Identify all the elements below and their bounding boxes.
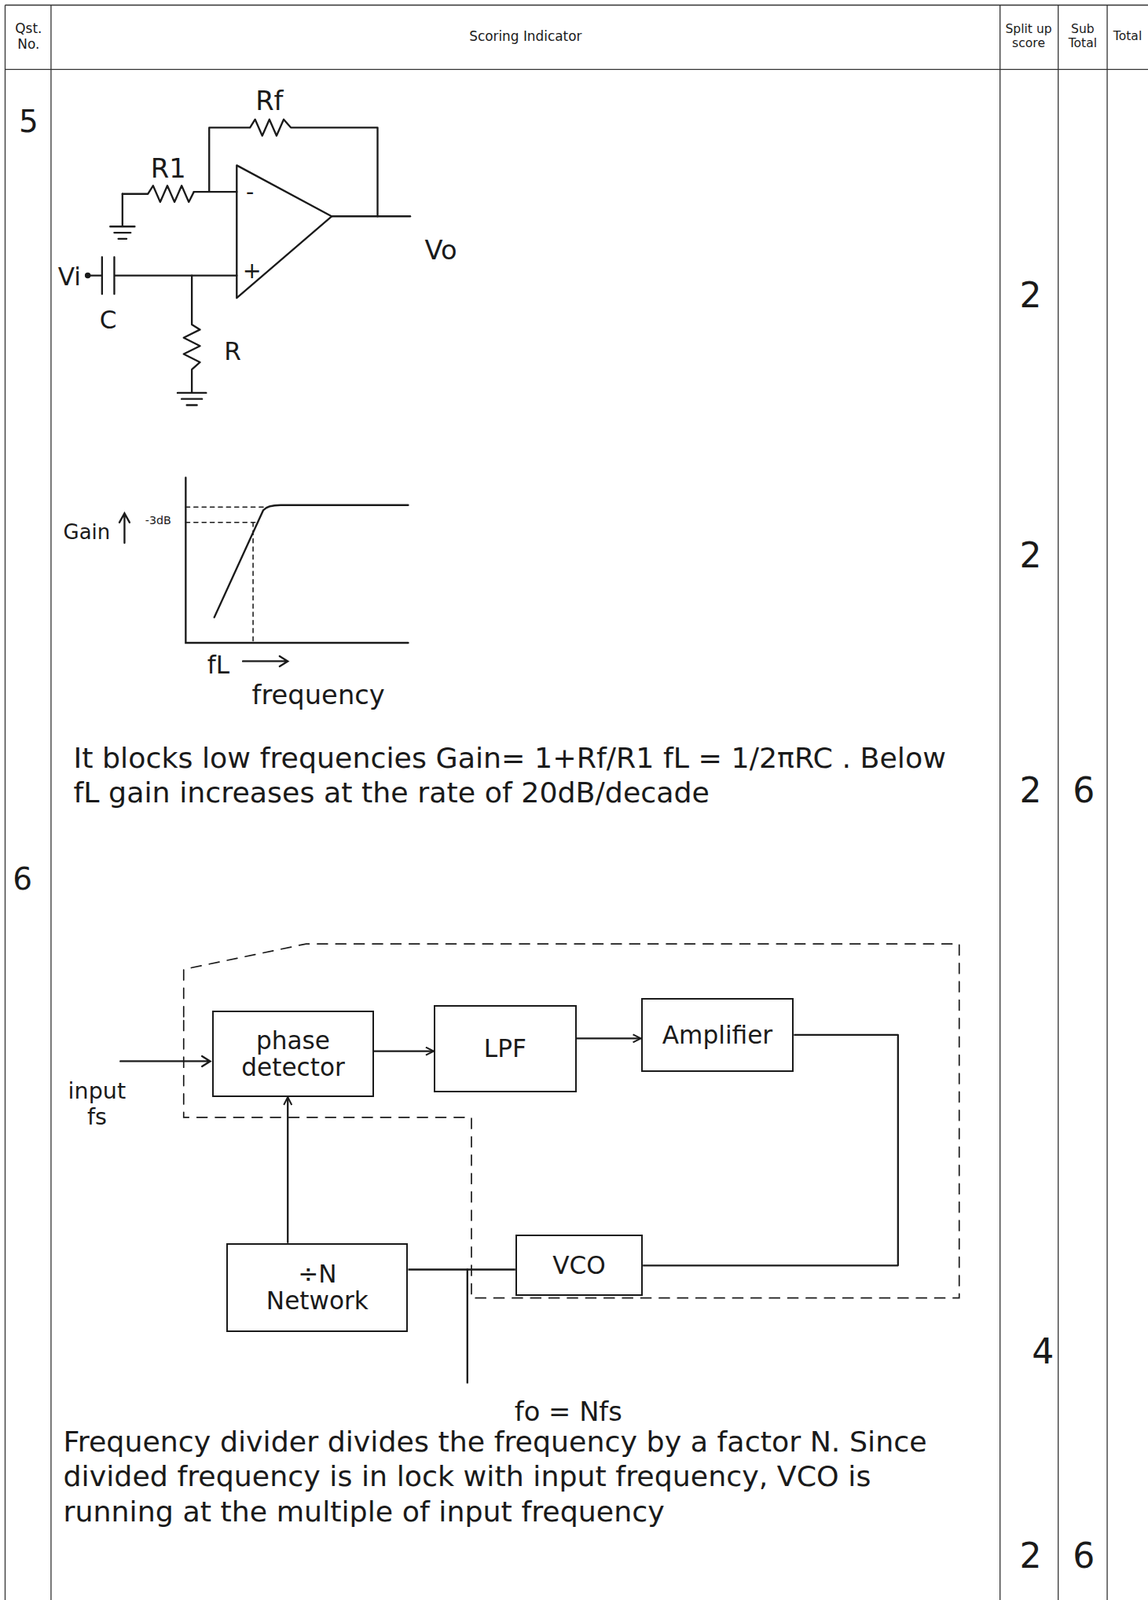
op-amp-symbol [236, 165, 332, 298]
component-label: R [223, 337, 242, 367]
axis-arrow [119, 513, 130, 543]
axis-label: fL [207, 651, 230, 680]
graph-axes [185, 477, 408, 643]
signal-connector [407, 1268, 515, 1270]
pll-drawing [120, 943, 960, 1383]
pin-sign: - [245, 179, 254, 206]
signal-connector [642, 1034, 899, 1266]
resistor-symbol [183, 275, 201, 393]
resistor-symbol [122, 185, 195, 202]
process-box: VCO [515, 1234, 643, 1296]
answer-note: It blocks low frequencies Gain= 1+Rf/R1 … [73, 740, 972, 811]
process-box: ÷N Network [226, 1243, 408, 1332]
split-score: 2 [1019, 535, 1042, 576]
answer-note: Frequency divider divides the frequency … [63, 1424, 962, 1530]
output-wire [331, 215, 411, 217]
box-text: VCO [552, 1251, 606, 1279]
split-score: 2 [1019, 275, 1042, 316]
pll-dashed-outline [183, 943, 960, 1299]
component-label: R1 [150, 154, 187, 185]
header-cell: Qst. No. [6, 21, 52, 52]
guide-line [185, 506, 265, 643]
question-number: 6 [12, 861, 33, 898]
signal-connector [286, 1096, 289, 1244]
question-number: 5 [18, 104, 39, 140]
box-text: Amplifier [662, 1021, 773, 1049]
header-cell: Scoring Indicator [469, 29, 582, 45]
process-box: Amplifier [641, 997, 795, 1072]
sub-total: 6 [1072, 770, 1095, 811]
input-arrow [120, 1056, 210, 1067]
split-score: 2 [1019, 770, 1042, 811]
ground-symbol [110, 194, 135, 239]
high-pass-circuit [85, 119, 411, 406]
pin-sign: + [242, 257, 262, 284]
feedback-wire [194, 119, 378, 217]
output-wire [466, 1269, 469, 1383]
signal-name: fo = Nfs [514, 1397, 623, 1428]
component-label: Rf [255, 86, 283, 118]
split-score: 4 [1031, 1331, 1054, 1372]
signal-name: input fs [66, 1078, 128, 1130]
capacitor-symbol [89, 256, 237, 294]
box-text: phase detector [221, 1026, 365, 1082]
header-cell: Split up score [1001, 22, 1057, 52]
signal-name: Vi [58, 263, 81, 292]
box-text: LPF [484, 1034, 527, 1062]
process-box: LPF [433, 1004, 577, 1092]
axis-label: Gain [63, 520, 111, 545]
table-line [4, 4, 1148, 1600]
axis-label: frequency [252, 680, 386, 712]
signal-connector [576, 1037, 642, 1039]
box-text: ÷N Network [245, 1260, 389, 1315]
axis-arrow [242, 656, 288, 667]
header-cell: Sub Total [1059, 22, 1105, 52]
axis-label: -3dB [145, 513, 172, 527]
split-score: 2 [1019, 1536, 1042, 1577]
component-label: C [99, 306, 118, 335]
signal-name: Vo [424, 235, 457, 267]
signal-connector [374, 1049, 434, 1052]
sub-total: 6 [1072, 1536, 1095, 1577]
frequency-response-graph [119, 477, 409, 667]
ground-symbol [177, 392, 206, 406]
table-grid [4, 4, 1148, 1600]
process-box: phase detector [212, 1010, 375, 1097]
header-cell: Total [1113, 29, 1142, 45]
